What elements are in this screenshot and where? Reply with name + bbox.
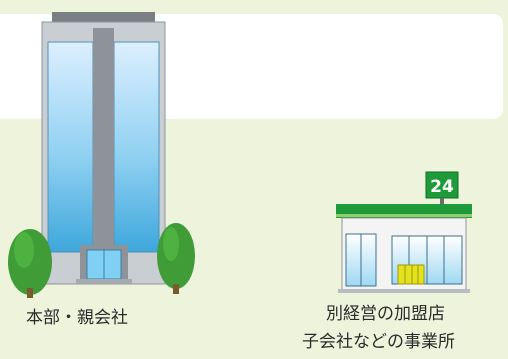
store-sign-text: 24 bbox=[430, 177, 454, 197]
tree-icon bbox=[8, 229, 52, 298]
office-building-icon bbox=[41, 12, 166, 285]
subsidiary-label: 子会社などの事業所 bbox=[302, 332, 455, 352]
tree-icon bbox=[157, 223, 195, 294]
franchise-label: 別経営の加盟店 bbox=[326, 304, 445, 324]
convenience-store-icon: 24 bbox=[336, 171, 472, 293]
headquarters-label: 本部・親会社 bbox=[26, 308, 128, 328]
